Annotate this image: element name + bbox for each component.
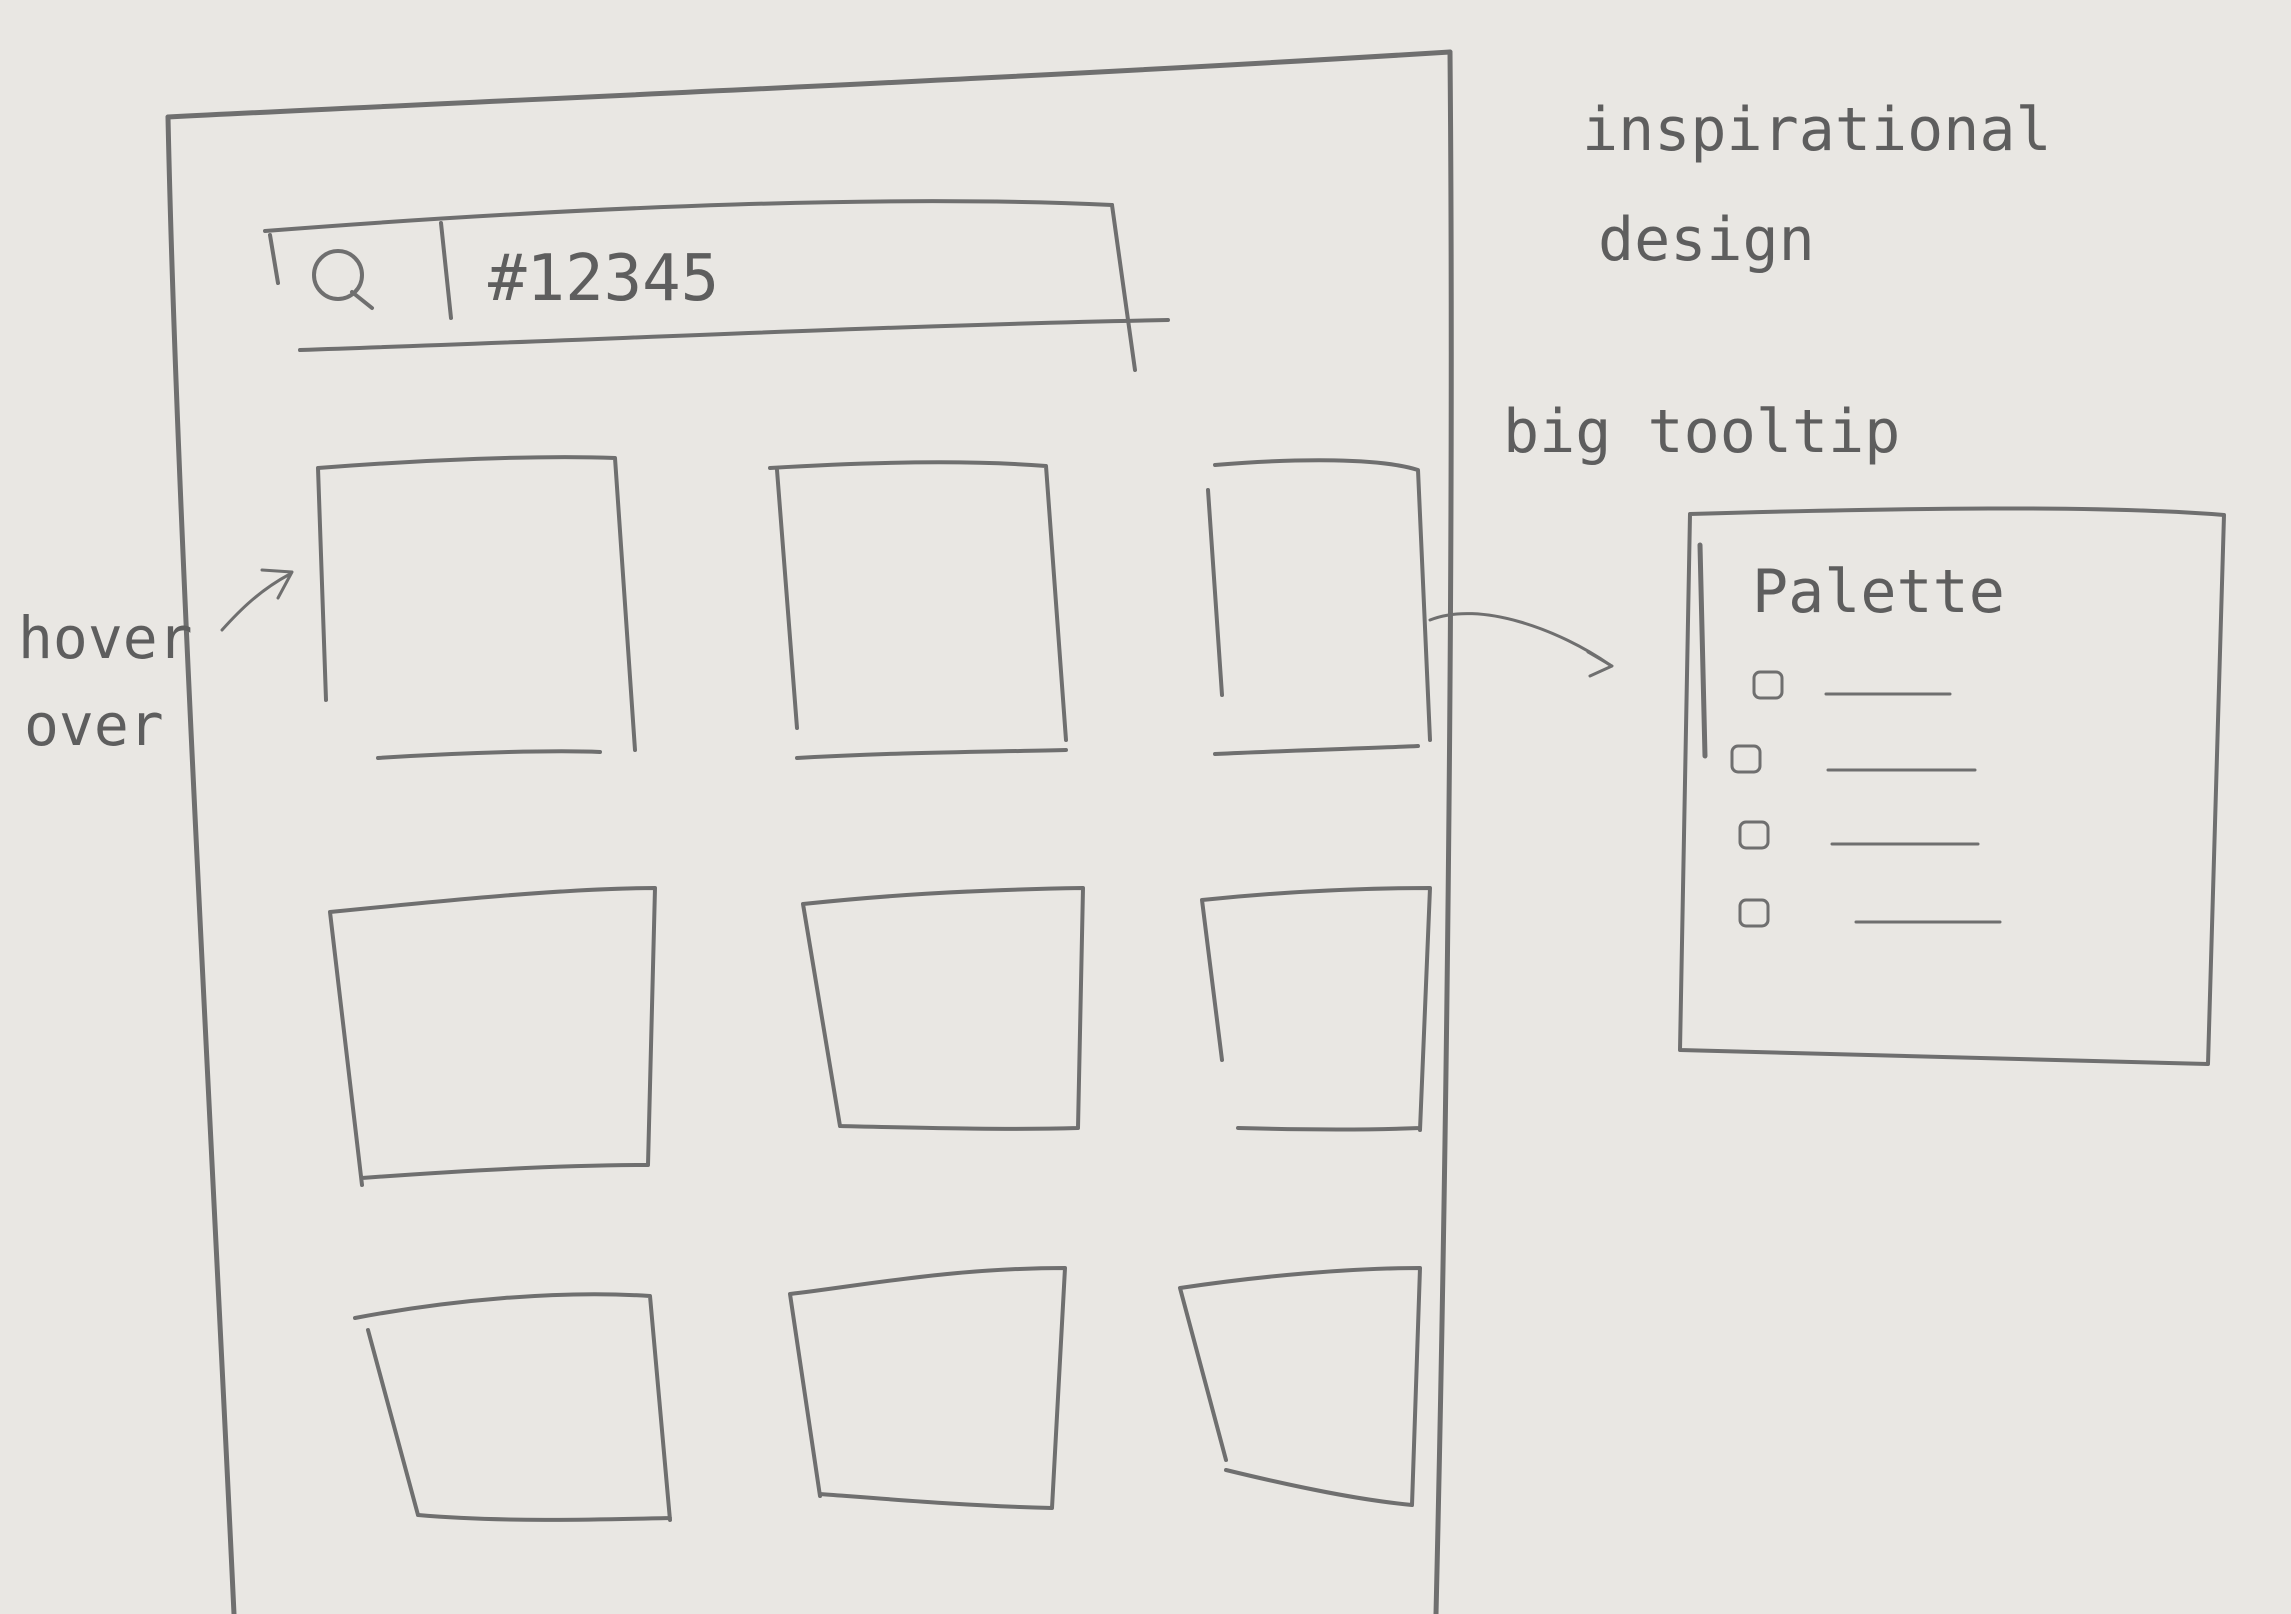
- tooltip-title: Palette: [1752, 557, 2005, 627]
- device-frame: [165, 49, 1454, 1614]
- checkbox-icon: [1730, 744, 1762, 774]
- grid-tile[interactable]: [801, 886, 1085, 1131]
- grid-tile[interactable]: [1206, 458, 1432, 756]
- search-icon[interactable]: [312, 249, 374, 310]
- big-tooltip-note: big tooltip: [1503, 397, 1900, 467]
- inspirational-design-note: inspirational design: [1582, 95, 2052, 275]
- search-input[interactable]: #12345: [488, 242, 719, 316]
- arrow-icon: [220, 568, 294, 632]
- tile-grid: [316, 455, 1432, 1522]
- checkbox-icon: [1738, 898, 1770, 928]
- hover-note-line1: hover: [18, 604, 193, 672]
- tooltip-panel: Palette: [1678, 506, 2226, 1066]
- hover-note: hover over: [18, 568, 294, 759]
- grid-tile[interactable]: [768, 460, 1068, 760]
- hover-note-line2: over: [24, 691, 164, 759]
- tooltip-item: [1738, 898, 2002, 928]
- tooltip-connector: [1428, 612, 1614, 678]
- checkbox-icon: [1738, 820, 1770, 850]
- search-bar[interactable]: #12345: [263, 199, 1170, 372]
- grid-tile[interactable]: [788, 1266, 1067, 1510]
- inspirational-note-line2: design: [1598, 205, 1815, 275]
- tooltip-item: [1730, 744, 1977, 774]
- grid-tile[interactable]: [316, 455, 637, 760]
- grid-tile[interactable]: [328, 886, 657, 1187]
- grid-tile[interactable]: [1200, 886, 1432, 1132]
- inspirational-note-line1: inspirational: [1582, 95, 2052, 165]
- tooltip-item: [1738, 820, 1980, 850]
- grid-tile[interactable]: [353, 1292, 672, 1522]
- tooltip-note-label: big tooltip: [1503, 397, 1900, 467]
- tooltip-item: [1752, 670, 1952, 700]
- checkbox-icon: [1752, 670, 1784, 700]
- grid-tile[interactable]: [1178, 1266, 1422, 1507]
